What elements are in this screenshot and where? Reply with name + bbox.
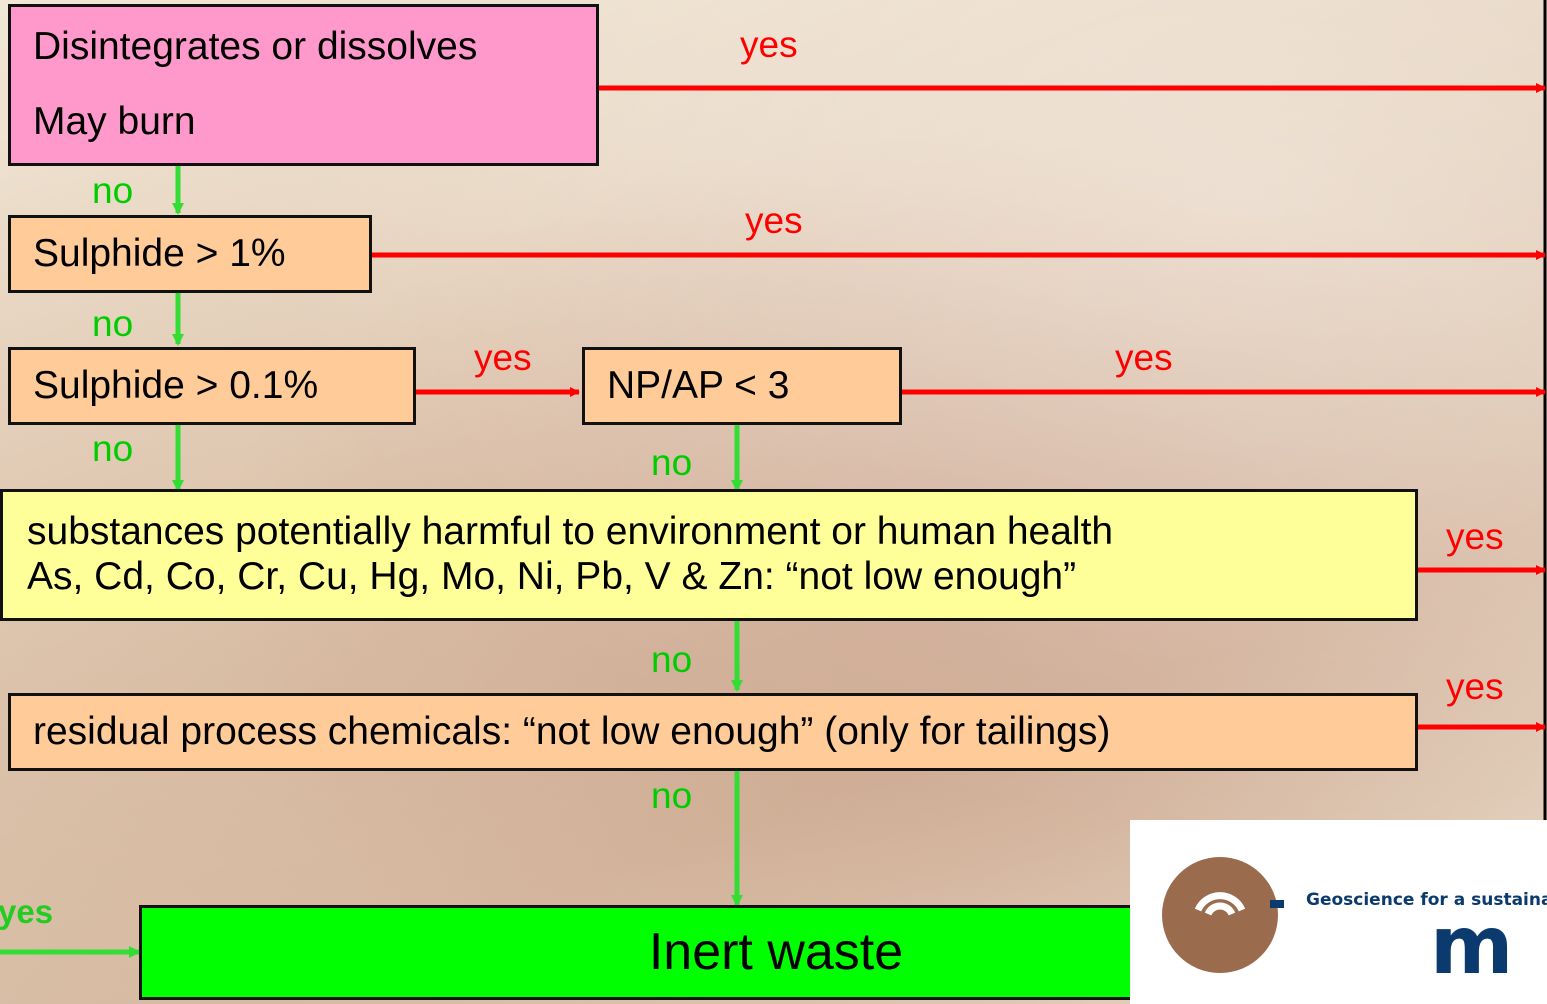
yes-label-npap: yes (1115, 337, 1173, 378)
no-label-1: no (92, 170, 134, 211)
npap-text: NP/AP < 3 (607, 363, 790, 407)
no-label-npap: no (651, 442, 693, 483)
disintegrates-box: Disintegrates or dissolves May burn (8, 4, 599, 166)
inert-waste-text: Inert waste (648, 922, 904, 981)
yes-label-inert: yes (0, 893, 54, 930)
no-label-2: no (92, 303, 134, 344)
yes-label-harmful: yes (1446, 516, 1504, 557)
logo-letters: m (1430, 899, 1514, 992)
logo-dash (1270, 900, 1284, 908)
sulphide-01-text: Sulphide > 0.1% (33, 363, 319, 407)
logo-tagline: Geoscience for a sustainable (1306, 890, 1547, 910)
yes-label-disintegrates: yes (740, 24, 798, 65)
yes-label-residual: yes (1446, 666, 1504, 707)
organisation-logo: Geoscience for a sustainable m (1130, 820, 1547, 1004)
sulphide-1-box: Sulphide > 1% (8, 215, 372, 293)
logo-emblem-icon (1162, 857, 1278, 973)
sulphide-1-text: Sulphide > 1% (33, 231, 286, 275)
harmful-line2: As, Cd, Co, Cr, Cu, Hg, Mo, Ni, Pb, V & … (27, 555, 1077, 598)
disintegrates-text: Disintegrates or dissolves (33, 25, 478, 69)
no-label-harmful: no (651, 639, 693, 680)
harmful-line1: substances potentially harmful to enviro… (27, 510, 1114, 554)
may-burn-text: May burn (33, 100, 196, 143)
yes-label-sulphide-1: yes (745, 200, 803, 241)
npap-box: NP/AP < 3 (582, 347, 902, 425)
harmful-substances-box: substances potentially harmful to enviro… (0, 489, 1418, 621)
yes-label-sulphide-01: yes (474, 337, 532, 378)
no-label-residual: no (651, 775, 693, 816)
residual-chemicals-box: residual process chemicals: “not low eno… (8, 693, 1418, 771)
no-label-3: no (92, 428, 134, 469)
residual-text: residual process chemicals: “not low eno… (33, 709, 1111, 753)
sulphide-01-box: Sulphide > 0.1% (8, 347, 416, 425)
